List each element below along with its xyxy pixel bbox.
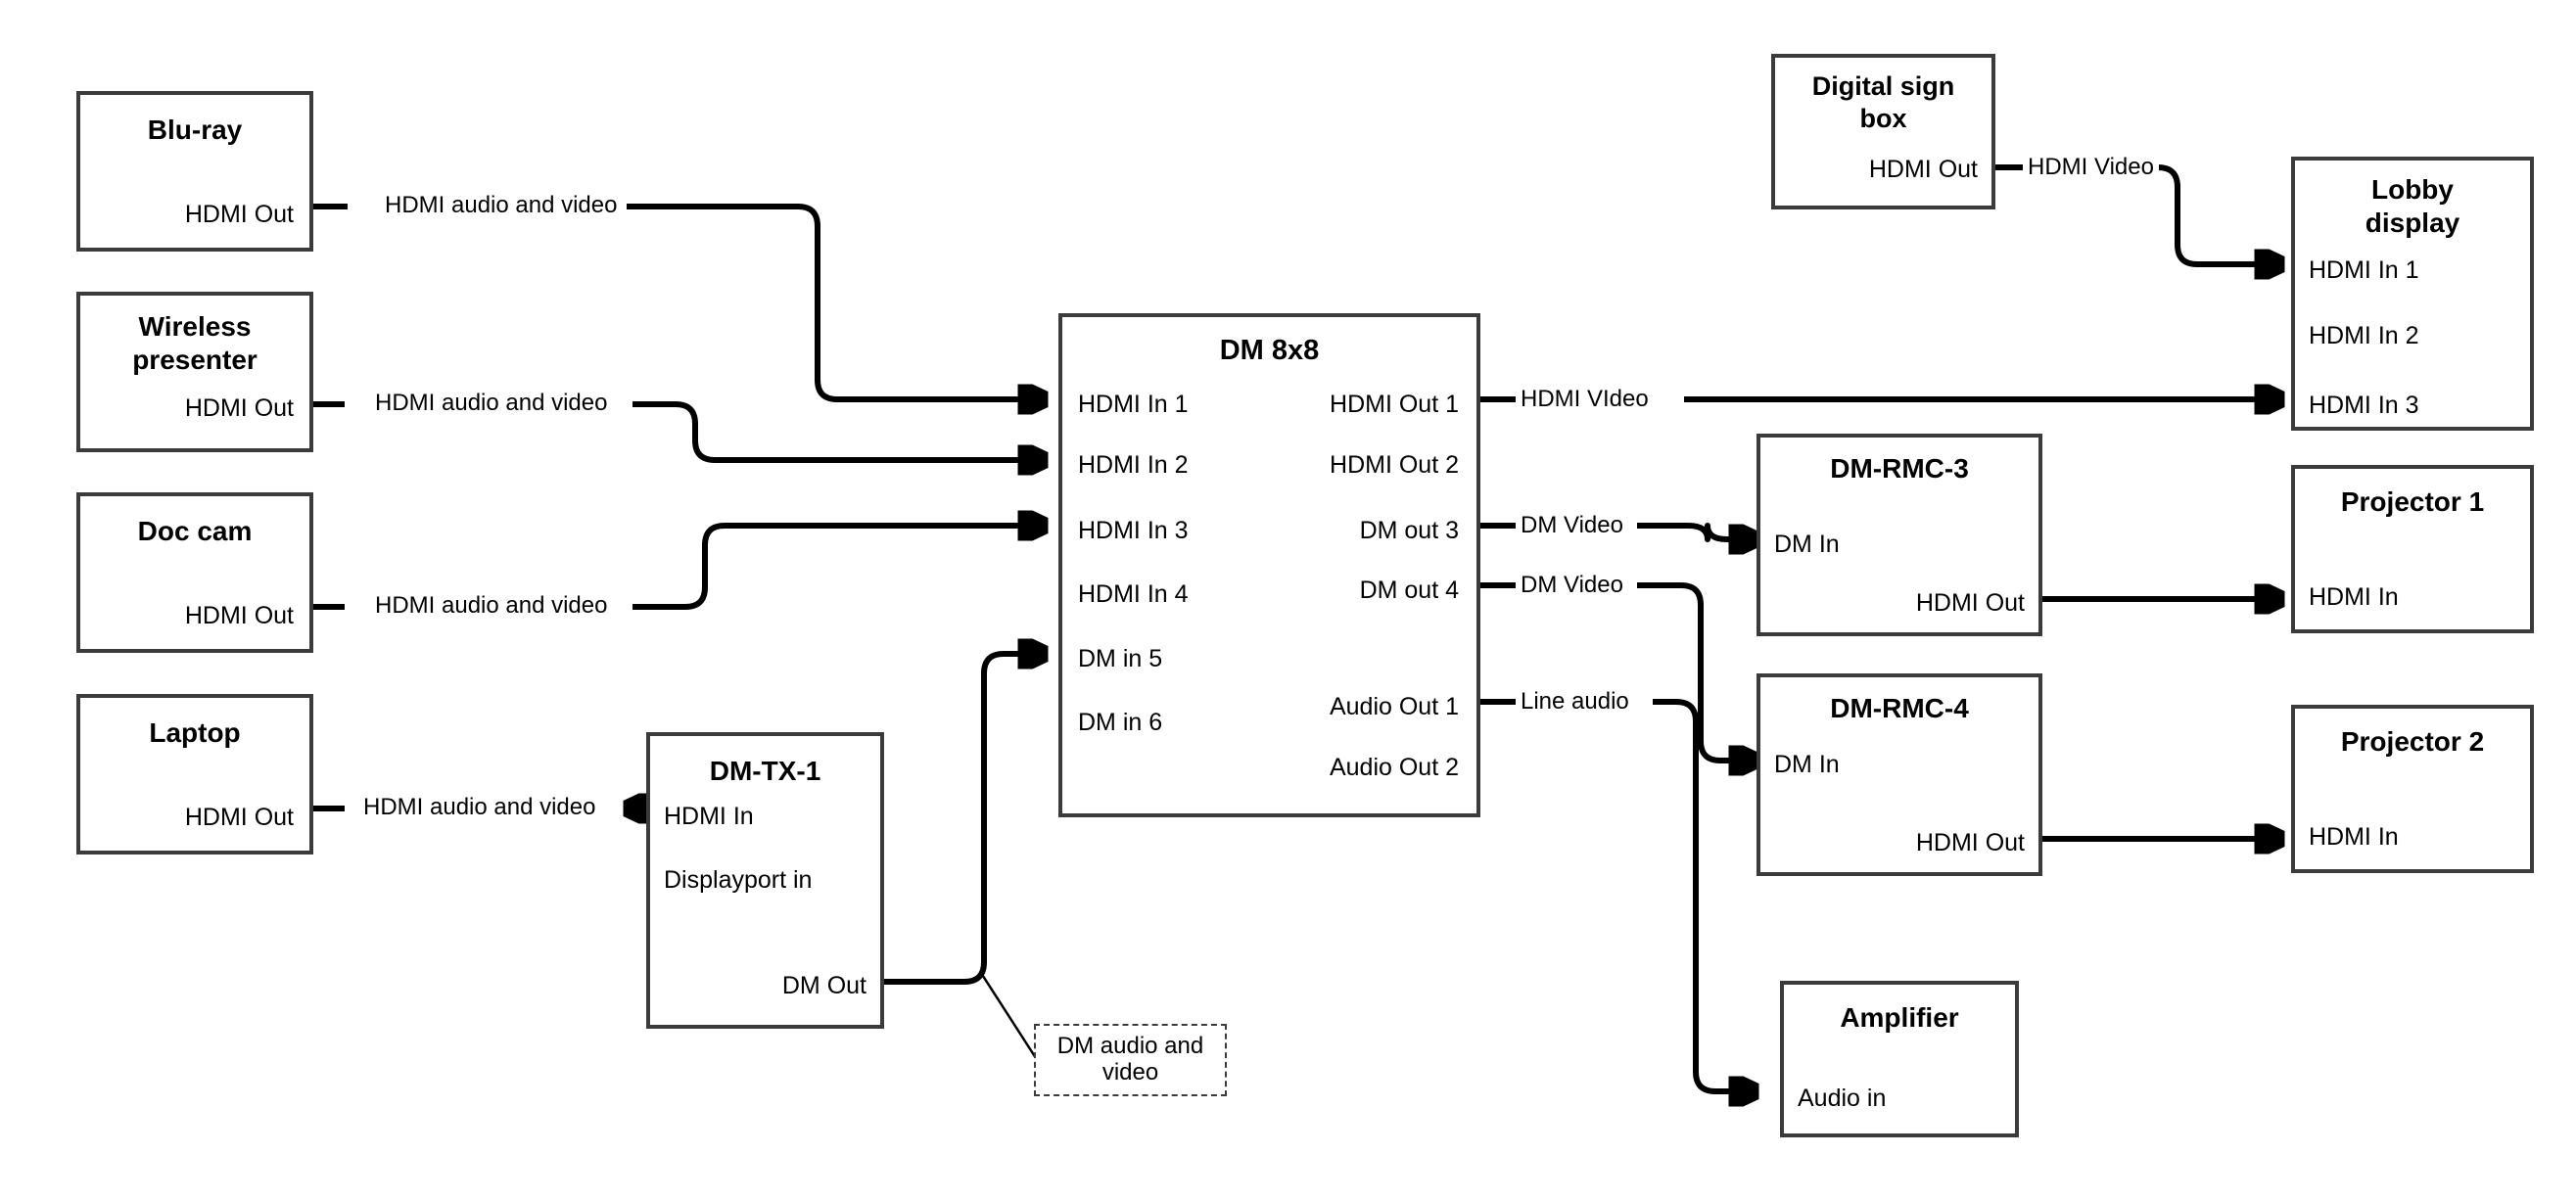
node-amplifier-title: Amplifier [1840, 1002, 1959, 1033]
wire-doccam-to-dm8x8 [313, 526, 1042, 610]
wire-dm8x8-audio1-to-amplifier [1480, 699, 1753, 1091]
node-projector-1[interactable]: Projector 1 HDMI In [2291, 465, 2534, 633]
port-dm-rmc-4-hdmi-out[interactable]: HDMI Out [1915, 829, 2025, 856]
node-digital-sign-box[interactable]: Digital sign box HDMI Out [1771, 54, 1995, 209]
wire-dm8x8-out4-to-rmc4 [1480, 582, 1753, 761]
node-dm-rmc-4-title: DM-RMC-4 [1830, 693, 1969, 723]
port-dm-rmc-4-dm-in[interactable]: DM In [1774, 751, 1840, 778]
node-dm-tx-1[interactable]: DM-TX-1 HDMI In Displayport in DM Out [646, 732, 884, 1029]
node-dm-rmc-3[interactable]: DM-RMC-3 DM In HDMI Out [1756, 434, 2042, 636]
node-projector-2[interactable]: Projector 2 HDMI In [2291, 705, 2534, 873]
port-amplifier-audio-in[interactable]: Audio in [1798, 1085, 1887, 1112]
port-lobby-display-hdmi-in-1[interactable]: HDMI In 1 [2309, 256, 2419, 284]
port-projector-1-hdmi-in[interactable]: HDMI In [2309, 583, 2399, 611]
port-dm-8x8-audio-out-1[interactable]: Audio Out 1 [1329, 693, 1459, 720]
edge-label-doccam-to-dm8x8: HDMI audio and video [370, 594, 613, 618]
callout-leader-line [979, 972, 1038, 1059]
port-dm-8x8-audio-out-2[interactable]: Audio Out 2 [1329, 754, 1459, 781]
port-dm-8x8-dm-in-5[interactable]: DM in 5 [1078, 645, 1163, 672]
node-digital-sign-box-title-line1: Digital sign [1811, 71, 1955, 101]
node-amplifier[interactable]: Amplifier Audio in [1780, 981, 2019, 1137]
port-wireless-presenter-hdmi-out[interactable]: HDMI Out [184, 394, 294, 422]
node-projector-1-title: Projector 1 [2340, 486, 2485, 517]
node-laptop[interactable]: Laptop HDMI Out [76, 694, 313, 855]
wire-wireless-to-dm8x8 [313, 401, 1042, 460]
port-dm-8x8-hdmi-out-2[interactable]: HDMI Out 2 [1330, 451, 1459, 479]
callout-dm-audio-and-video-text: DM audio and video [1056, 1033, 1204, 1086]
port-dm-8x8-dm-in-6[interactable]: DM in 6 [1078, 709, 1163, 736]
port-dm-tx-1-hdmi-in[interactable]: HDMI In [664, 803, 754, 830]
node-projector-2-title: Projector 2 [2340, 726, 2485, 757]
port-digital-sign-box-hdmi-out[interactable]: HDMI Out [1868, 156, 1978, 183]
node-bluray[interactable]: Blu-ray HDMI Out [76, 91, 313, 252]
node-lobby-display[interactable]: Lobby display HDMI In 1 HDMI In 2 HDMI I… [2291, 157, 2534, 431]
node-lobby-display-title-line1: Lobby [2371, 174, 2454, 205]
node-doc-cam-title: Doc cam [137, 516, 253, 546]
node-laptop-title: Laptop [149, 717, 241, 748]
node-dm-rmc-4[interactable]: DM-RMC-4 DM In HDMI Out [1756, 673, 2042, 876]
node-wireless-presenter-title-line2: presenter [132, 345, 258, 375]
edge-label-digitalsign-to-lobby: HDMI Video [2023, 156, 2159, 179]
node-wireless-presenter-title-line1: Wireless [138, 311, 252, 342]
wire-dmtx1-to-dm8x8 [884, 654, 1042, 985]
wire-bluray-to-dm8x8 [313, 204, 1042, 399]
node-doc-cam[interactable]: Doc cam HDMI Out [76, 492, 313, 653]
edge-label-dm8x8-out1-to-lobby: HDMI VIdeo [1516, 388, 1654, 411]
port-dm-8x8-dm-out-3[interactable]: DM out 3 [1359, 517, 1459, 544]
wire-dm8x8-out3-to-rmc3 [1480, 526, 1753, 539]
edge-label-bluray-to-dm8x8: HDMI audio and video [380, 194, 623, 217]
node-lobby-display-title-line2: display [2365, 208, 2460, 238]
port-dm-8x8-hdmi-out-1[interactable]: HDMI Out 1 [1330, 391, 1459, 418]
node-dm-tx-1-title: DM-TX-1 [709, 756, 821, 786]
node-bluray-title: Blu-ray [147, 115, 243, 145]
port-dm-tx-1-dm-out[interactable]: DM Out [781, 972, 866, 999]
port-dm-tx-1-displayport-in[interactable]: Displayport in [664, 866, 813, 894]
port-lobby-display-hdmi-in-2[interactable]: HDMI In 2 [2309, 322, 2419, 349]
port-dm-8x8-dm-out-4[interactable]: DM out 4 [1359, 577, 1459, 604]
node-digital-sign-box-title-line2: box [1859, 104, 1907, 133]
node-dm-8x8-title: DM 8x8 [1219, 335, 1320, 366]
node-wireless-presenter[interactable]: Wireless presenter HDMI Out [76, 292, 313, 452]
port-dm-8x8-hdmi-in-4[interactable]: HDMI In 4 [1078, 580, 1189, 608]
port-dm-8x8-hdmi-in-2[interactable]: HDMI In 2 [1078, 451, 1189, 479]
callout-dm-audio-and-video: DM audio and video [1034, 1024, 1227, 1096]
port-dm-8x8-hdmi-in-1[interactable]: HDMI In 1 [1078, 391, 1189, 418]
edge-label-laptop-to-dmtx1: HDMI audio and video [358, 796, 601, 819]
edge-label-wireless-to-dm8x8: HDMI audio and video [370, 392, 613, 415]
edge-label-dm8x8-out4-to-rmc4: DM Video [1516, 574, 1628, 597]
node-dm-rmc-3-title: DM-RMC-3 [1830, 453, 1969, 484]
port-dm-rmc-3-hdmi-out[interactable]: HDMI Out [1915, 589, 2025, 617]
port-lobby-display-hdmi-in-3[interactable]: HDMI In 3 [2309, 392, 2419, 419]
port-dm-8x8-hdmi-in-3[interactable]: HDMI In 3 [1078, 517, 1189, 544]
port-projector-2-hdmi-in[interactable]: HDMI In [2309, 823, 2399, 851]
edge-label-dm8x8-out3-to-rmc3: DM Video [1516, 514, 1628, 537]
port-dm-rmc-3-dm-in[interactable]: DM In [1774, 531, 1840, 558]
wire-digitalsign-to-lobby [1995, 164, 2278, 264]
port-bluray-hdmi-out[interactable]: HDMI Out [184, 201, 294, 228]
port-laptop-hdmi-out[interactable]: HDMI Out [184, 804, 294, 831]
port-doc-cam-hdmi-out[interactable]: HDMI Out [184, 602, 294, 629]
node-dm-8x8[interactable]: DM 8x8 HDMI In 1 HDMI In 2 HDMI In 3 HDM… [1058, 313, 1480, 817]
edge-label-dm8x8-audio1-to-amplifier: Line audio [1516, 690, 1634, 714]
